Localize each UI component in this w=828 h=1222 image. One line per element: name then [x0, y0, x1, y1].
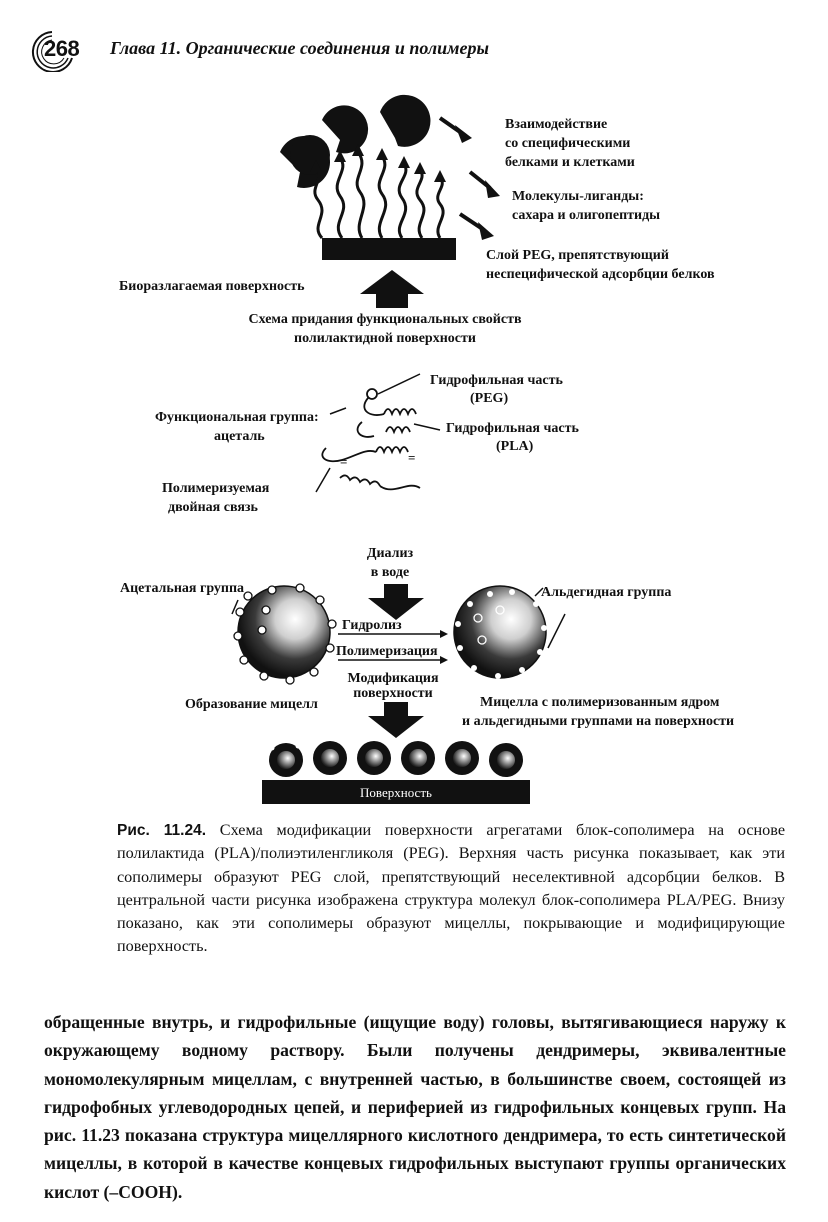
figure-caption: Рис. 11.24. Схема модификации поверхност…: [117, 819, 785, 959]
micelle-right: [453, 585, 547, 679]
svg-text:=: =: [408, 450, 415, 465]
running-title: Глава 11. Органические соединения и поли…: [110, 38, 489, 58]
label-polymerizable-2: двойная связь: [168, 500, 259, 515]
label-dialysis-2: в воде: [371, 565, 409, 580]
page-header: 268 Глава 11. Органические соединения и …: [22, 28, 802, 72]
body-paragraph: обращенные внутрь, и гидрофильные (ищущи…: [44, 1012, 786, 1202]
label-hydrophilic-peg-2: (PEG): [470, 391, 508, 406]
coated-surface: Поверхность: [262, 741, 530, 804]
label-modification-2: поверхности: [353, 686, 433, 701]
label-scheme-1: Схема придания функциональных свойств: [248, 312, 522, 327]
label-ligands-1: Молекулы-лиганды:: [512, 189, 644, 204]
label-ligands-2: сахара и олигопептиды: [512, 208, 660, 223]
up-arrow: [360, 270, 424, 308]
label-biodegradable: Биоразлагаемая поверхность: [119, 279, 305, 294]
figure-11-24: Взаимодействие со специфическими белками…: [119, 94, 734, 804]
label-polymerizable-1: Полимеризуемая: [162, 481, 270, 496]
label-functional-group-1: Функциональная группа:: [155, 410, 319, 425]
caption-label: Рис. 11.24.: [117, 822, 207, 839]
label-modification-1: Модификация: [347, 671, 439, 686]
middle-diagram: = = Гидрофильная часть (PEG) Гидрофильна…: [155, 373, 579, 515]
page-number: 268: [44, 36, 80, 61]
protein-blob-2: [322, 105, 369, 154]
label-micelle-formation: Образование мицелл: [185, 697, 318, 712]
label-hydrophilic-peg-1: Гидрофильная часть: [430, 373, 563, 388]
protein-blob-3: [380, 94, 431, 147]
dialysis-arrow: [368, 584, 424, 620]
label-acetal-group: Ацетальная группа: [120, 581, 244, 596]
svg-text:=: =: [340, 454, 347, 469]
page-number-badge: [31, 31, 73, 72]
label-peg-layer-1: Слой PEG, препятствующий: [486, 248, 669, 263]
label-polymerization: Полимеризация: [336, 644, 438, 659]
modification-arrow: [368, 702, 424, 738]
label-micelle-desc-1: Мицелла с полимеризованным ядром: [480, 695, 720, 710]
label-scheme-2: полилактидной поверхности: [294, 331, 476, 346]
label-interaction-2: со специфическими: [505, 136, 630, 151]
caption-text: Схема модификации поверхности агрегатами…: [117, 821, 786, 956]
label-peg-layer-2: неспецифической адсорбции белков: [486, 267, 715, 282]
label-functional-group-2: ацеталь: [214, 429, 265, 444]
label-interaction-3: белками и клетками: [505, 155, 635, 170]
label-hydrophilic-pla-1: Гидрофильная часть: [446, 421, 579, 436]
label-interaction-1: Взаимодействие: [505, 117, 607, 132]
surface-bar: [262, 780, 530, 804]
protein-blob-4: [290, 135, 330, 175]
label-dialysis-1: Диализ: [367, 546, 414, 561]
label-aldehyde-group: Альдегидная группа: [541, 585, 671, 600]
top-diagram: Взаимодействие со специфическими белками…: [119, 94, 715, 346]
label-hydrophilic-pla-2: (PLA): [496, 439, 534, 454]
bottom-diagram: Поверхность Диализ в воде Ацетальная гру…: [120, 546, 734, 804]
micelle-left: [233, 583, 337, 685]
label-hydrolysis: Гидролиз: [342, 618, 402, 633]
biodegradable-surface-bar: [322, 238, 456, 260]
label-micelle-desc-2: и альдегидными группами на поверхности: [462, 714, 734, 729]
label-surface: Поверхность: [360, 785, 432, 800]
